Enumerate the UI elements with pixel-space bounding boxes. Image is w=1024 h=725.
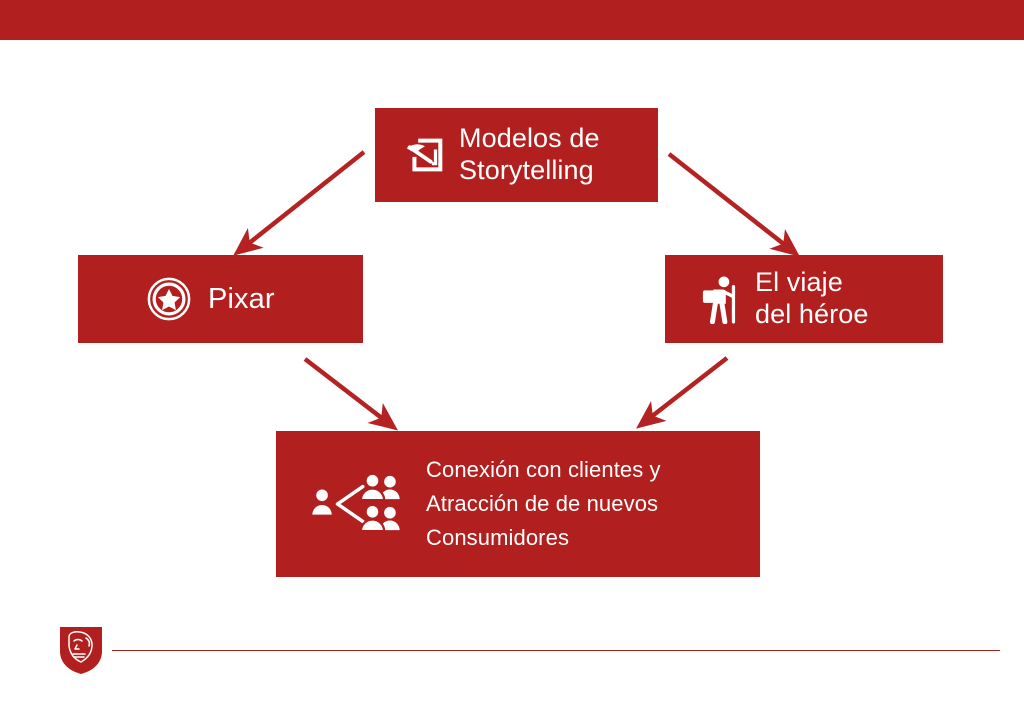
arrow-heroe-to-conexion	[636, 356, 729, 429]
footer-divider	[112, 650, 1000, 651]
arrow-storytelling-to-heroe	[667, 152, 800, 257]
node-conexion-con-clientes[interactable]: Conexión con clientes y Atracción de de …	[276, 431, 760, 577]
star-circle-icon	[146, 276, 192, 322]
node-label: Pixar	[208, 282, 275, 315]
header-bar	[0, 0, 1024, 40]
node-pixar[interactable]: Pixar	[78, 255, 363, 343]
node-label: El viaje del héroe	[755, 267, 869, 329]
people-network-icon	[308, 472, 404, 536]
node-modelos-de-storytelling[interactable]: Modelos de Storytelling	[375, 108, 658, 202]
node-el-viaje-del-heroe[interactable]: El viaje del héroe	[665, 255, 943, 343]
hiker-backpack-icon	[701, 274, 743, 324]
shield-animal-head-logo	[58, 624, 104, 676]
node-label: Conexión con clientes y Atracción de de …	[426, 456, 661, 551]
quill-document-icon	[401, 132, 447, 178]
arrow-pixar-to-conexion	[303, 357, 398, 431]
node-label: Modelos de Storytelling	[459, 123, 600, 185]
arrow-storytelling-to-pixar	[233, 150, 366, 256]
